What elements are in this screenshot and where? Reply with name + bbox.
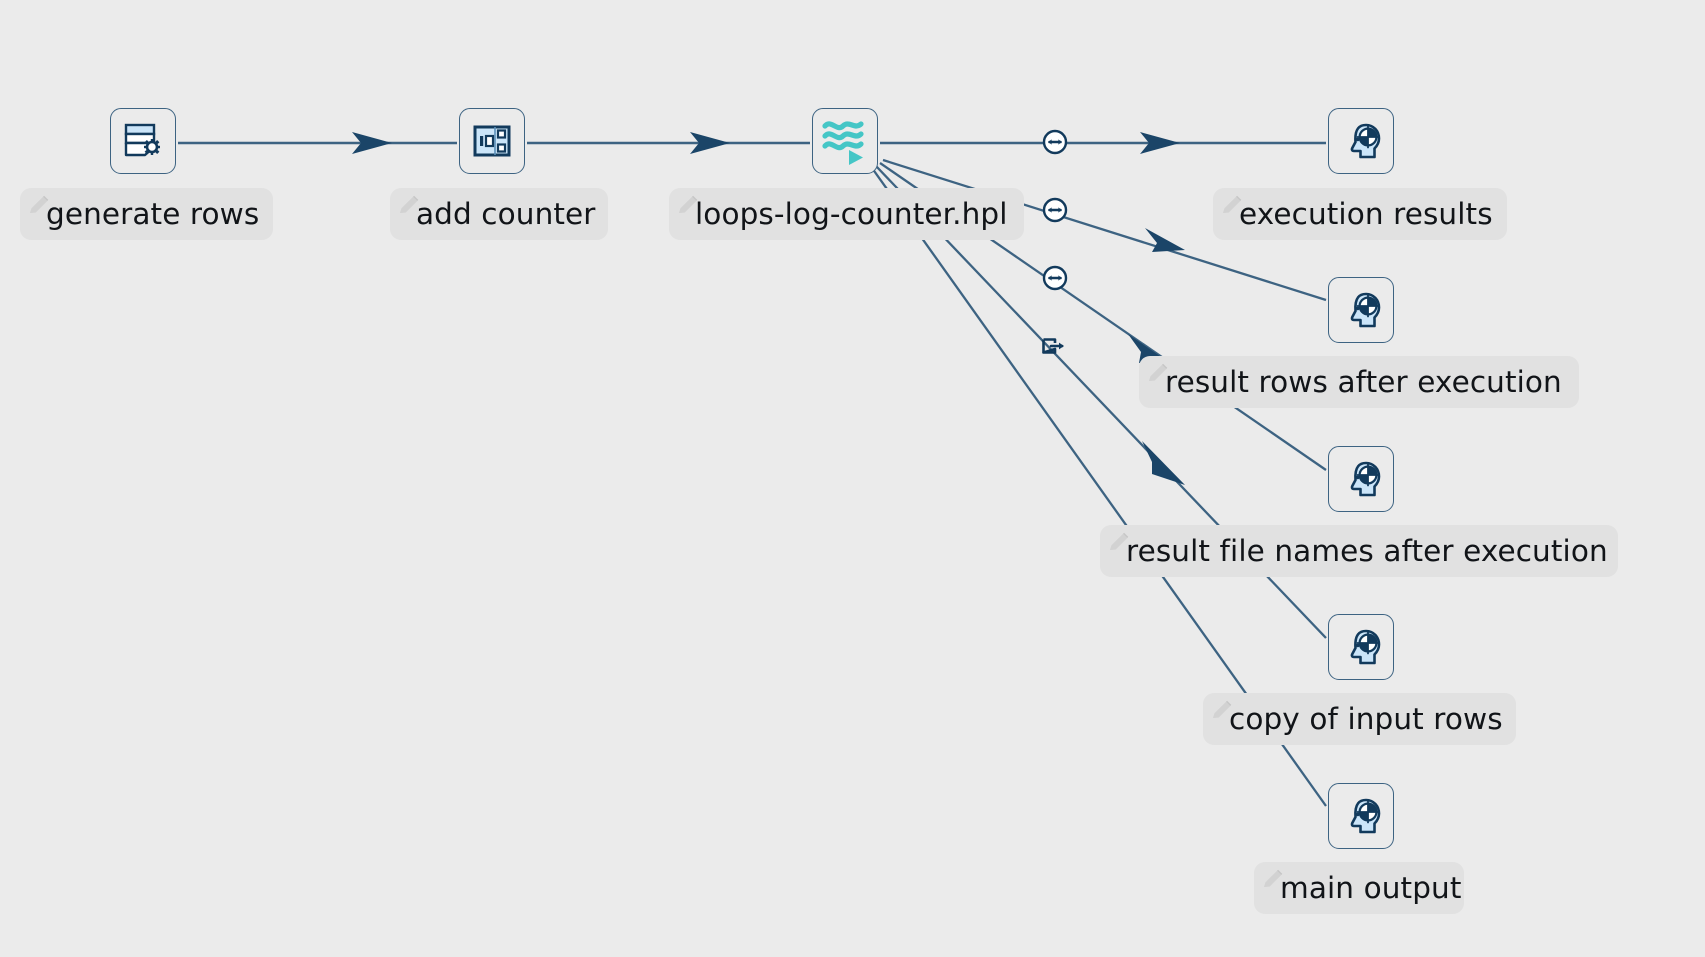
memory-head-icon: [1350, 798, 1381, 834]
node-label-text: generate rows: [46, 197, 260, 231]
node-label-text: loops-log-counter.hpl: [695, 197, 1008, 231]
node-copy-of-input-rows[interactable]: [1328, 614, 1394, 680]
node-label-text: execution results: [1239, 197, 1493, 231]
pipeline-waves-icon: [822, 121, 864, 165]
node-pipeline[interactable]: [812, 108, 878, 174]
node-result-rows[interactable]: [1328, 277, 1394, 343]
node-main-output[interactable]: [1328, 783, 1394, 849]
run-play-icon: [849, 150, 863, 165]
node-generate-rows[interactable]: [110, 108, 176, 174]
node-label-result-rows[interactable]: result rows after execution: [1139, 356, 1579, 408]
memory-head-icon: [1350, 123, 1381, 159]
node-label-text: add counter: [416, 197, 596, 231]
bidirectional-arrow-circle-icon[interactable]: [1042, 265, 1068, 291]
node-label-execution-results[interactable]: execution results: [1213, 188, 1507, 240]
memory-head-icon: [1350, 629, 1381, 665]
node-label-text: main output: [1280, 871, 1462, 905]
bidirectional-arrow-circle-icon[interactable]: [1042, 197, 1068, 223]
node-label-pipeline[interactable]: loops-log-counter.hpl: [669, 188, 1024, 240]
node-execution-results[interactable]: [1328, 108, 1394, 174]
hop-generate-to-counter[interactable]: [178, 132, 457, 154]
node-label-text: copy of input rows: [1229, 702, 1503, 736]
node-result-file-names[interactable]: [1328, 446, 1394, 512]
add-counter-icon: [473, 125, 511, 157]
memory-head-icon: [1350, 461, 1381, 497]
node-label-generate-rows[interactable]: generate rows: [20, 188, 273, 240]
hop-counter-to-pipeline[interactable]: [527, 132, 810, 154]
node-label-result-file-names[interactable]: result file names after execution: [1100, 525, 1618, 577]
hop-result-rows[interactable]: [882, 158, 1327, 302]
generate-rows-icon: [124, 123, 160, 157]
node-add-counter[interactable]: [459, 108, 525, 174]
node-label-add-counter[interactable]: add counter: [390, 188, 608, 240]
memory-head-icon: [1350, 292, 1381, 328]
node-label-copy-of-input-rows[interactable]: copy of input rows: [1203, 693, 1516, 745]
node-label-text: result file names after execution: [1126, 534, 1608, 568]
bidirectional-arrow-circle-icon[interactable]: [1042, 129, 1068, 155]
hop-exec-results[interactable]: [880, 132, 1326, 154]
node-label-text: result rows after execution: [1165, 365, 1562, 399]
export-arrow-icon[interactable]: [1040, 333, 1066, 359]
node-label-main-output[interactable]: main output: [1254, 862, 1464, 914]
